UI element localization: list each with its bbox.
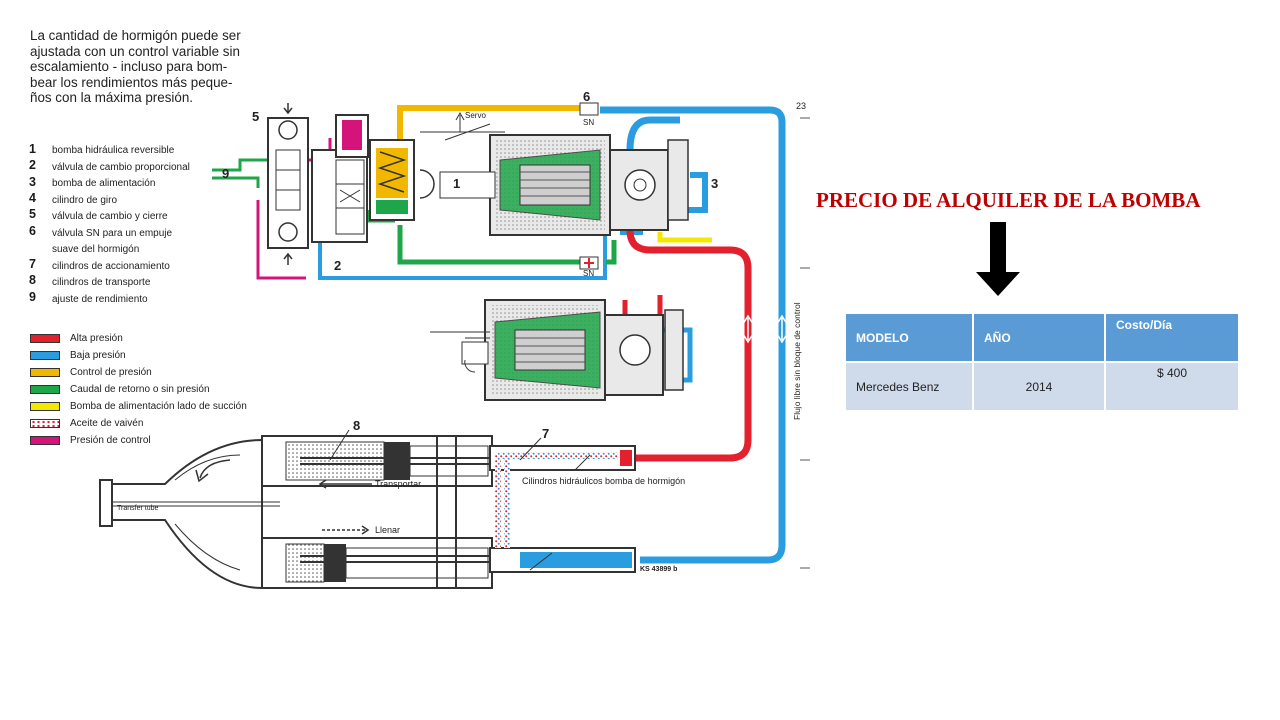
hydraulic-diagram: La cantidad de hormigón puede ser ajusta… [29, 28, 810, 590]
shuttle-oil-line [495, 455, 510, 548]
return-line [397, 225, 580, 265]
legend-text: bomba de alimentación [52, 178, 156, 189]
color-legend-label: Bomba de alimentación lado de succión [70, 401, 247, 412]
label-num-23: 23 [796, 101, 806, 111]
legend-num: 7 [29, 257, 36, 271]
suction-line [657, 232, 712, 243]
cell-ano: 2014 [974, 363, 1104, 410]
sn-valve-top [579, 102, 599, 116]
slide-title: PRECIO DE ALQUILER DE LA BOMBA [816, 188, 1201, 212]
swatch-low-pressure [30, 351, 60, 360]
low-pressure-line [626, 116, 680, 151]
header-ano: AÑO [974, 314, 1104, 363]
label-side-text: Flujo libre sin bloque de control [792, 302, 802, 420]
legend-num: 1 [29, 142, 36, 156]
intro-text: La cantidad de hormigón puede ser ajusta… [30, 28, 241, 106]
legend-num: 5 [29, 207, 36, 221]
control-pressure-line [256, 200, 306, 280]
legend-text: bomba hidráulica reversible [52, 145, 175, 156]
swatch-shuttle-oil [30, 419, 60, 428]
return-line [212, 158, 268, 172]
label-num-6: 6 [583, 89, 590, 104]
label-cilindros: Cilindros hidráulicos bomba de hormigón [522, 476, 685, 486]
swatch-return-flow [30, 385, 60, 394]
color-legend-label: Aceite de vaivén [70, 418, 144, 429]
legend-text: suave del hormigón [52, 244, 140, 255]
label-transfer-tube: Transfer tube [117, 505, 158, 512]
color-legend-label: Caudal de retorno o sin presión [70, 384, 210, 395]
legend-text: válvula de cambio proporcional [52, 162, 190, 173]
legend-text: ajuste de rendimiento [52, 294, 148, 305]
color-legend-label: Alta presión [70, 333, 123, 344]
swatch-feed-pump [30, 402, 60, 411]
swatch-pressure-control [30, 368, 60, 377]
table-row: Mercedes Benz 2014 $ 400 [846, 363, 1238, 410]
legend-num: 2 [29, 158, 36, 172]
cell-costo: $ 400 [1106, 363, 1238, 410]
down-arrow-icon [976, 222, 1020, 296]
swatch-high-pressure [30, 334, 60, 343]
legend-num: 9 [29, 290, 36, 304]
legend-num: 4 [29, 191, 36, 205]
legend-text: cilindro de giro [52, 195, 118, 206]
header-costo: Costo/Día [1106, 314, 1238, 363]
label-num-3: 3 [711, 176, 718, 191]
label-llenar: Llenar [375, 525, 400, 535]
cell-modelo: Mercedes Benz [846, 363, 972, 410]
label-transportar: Transportar [375, 479, 421, 489]
return-line [606, 240, 617, 265]
label-num-9: 9 [222, 166, 229, 181]
price-table: MODELO AÑO Costo/Día Mercedes Benz 2014 … [844, 314, 1240, 410]
legend-num: 6 [29, 224, 36, 238]
legend-text: cilindros de accionamiento [52, 261, 170, 272]
return-line [212, 176, 260, 188]
label-num-5: 5 [252, 109, 259, 124]
color-legend-label: Control de presión [70, 367, 152, 378]
transfer-tube [99, 438, 263, 590]
header-modelo: MODELO [846, 314, 972, 363]
label-sn-bottom: SN [583, 269, 594, 278]
legend-text: cilindros de transporte [52, 277, 151, 288]
label-sn-top: SN [583, 118, 594, 127]
label-num-2: 2 [334, 258, 341, 273]
legend-text: válvula SN para un empuje [52, 228, 173, 239]
label-num-7: 7 [542, 426, 549, 441]
color-legend-label: Presión de control [70, 435, 151, 446]
label-code: KS 43899 b [640, 566, 677, 573]
legend-num: 3 [29, 175, 36, 189]
schematic-svg: Servo SN SN 1 2 3 5 6 7 8 9 23 Flujo lib… [99, 89, 810, 590]
label-servo: Servo [465, 111, 486, 120]
color-legend-label: Baja presión [70, 350, 126, 361]
label-num-1: 1 [453, 176, 460, 191]
swatch-control-pressure [30, 436, 60, 445]
label-num-8: 8 [353, 418, 360, 433]
table-header-row: MODELO AÑO Costo/Día [846, 314, 1238, 363]
legend-text: válvula de cambio y cierre [52, 211, 168, 222]
legend-num: 8 [29, 273, 36, 287]
